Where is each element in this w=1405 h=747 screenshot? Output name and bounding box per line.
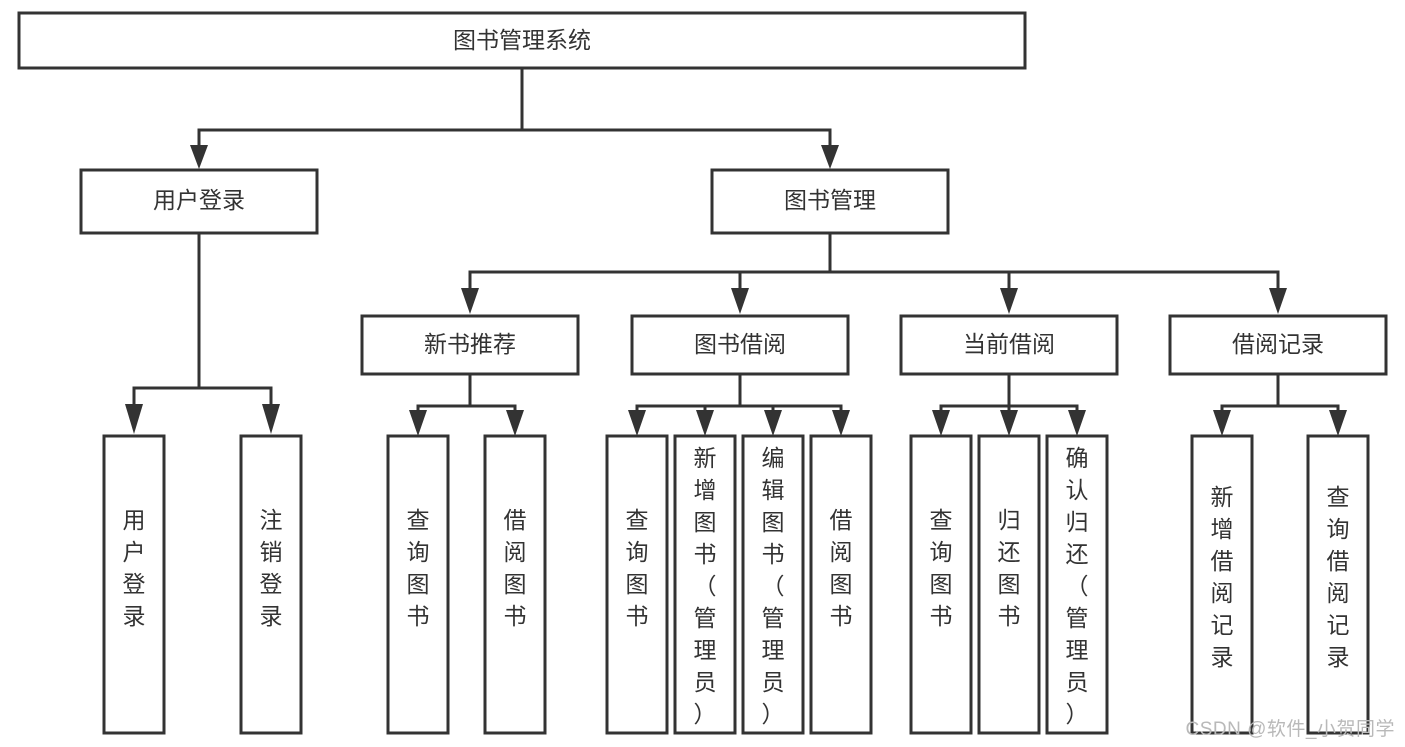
arrow-head-leaf-borrow-record-2 (1329, 410, 1347, 436)
node-book-manage-box[interactable] (710, 168, 950, 235)
leaf-node[interactable]: 借阅图书 (483, 434, 547, 735)
connectors-root-to-level2 (190, 66, 839, 169)
arrow-head-leaf-current-borrow-1 (932, 410, 950, 436)
node-current-borrow[interactable]: 当前借阅 (899, 314, 1119, 376)
node-borrow-record-box[interactable] (1168, 314, 1388, 376)
arrow-head-leaf-user-login-1 (125, 404, 143, 434)
leaf-node[interactable]: 查询图书 (605, 434, 669, 735)
leaf-node[interactable]: 查询图书 (909, 434, 973, 735)
leaf-current-borrow-query-box[interactable] (909, 434, 973, 735)
arrow-head-leaf-user-login-2 (262, 404, 280, 434)
arrow-head-leaf-borrow-record-1 (1213, 410, 1231, 436)
leaf-borrow-record-query-label: 查询借阅记录 (1327, 484, 1350, 670)
connectors-user-login-to-leaves (125, 231, 280, 434)
csdn-watermark: CSDN @软件_小贺同学 (1185, 719, 1395, 740)
leaf-book-borrow-edit-label: 编辑图书（管理员） (762, 445, 785, 727)
leaf-node[interactable]: 新增图书（管理员） (673, 434, 737, 735)
leaf-user-login-login-label: 用户登录 (123, 507, 146, 629)
node-book-manage-label: 图书管理 (784, 187, 876, 213)
arrow-head-borrow-record (1269, 288, 1287, 314)
arrow-head-new-book (461, 288, 479, 314)
node-borrow-record-label: 借阅记录 (1232, 331, 1324, 357)
leaf-book-borrow-edit-box[interactable] (741, 434, 805, 735)
leaf-new-book-borrow-label: 借阅图书 (504, 507, 527, 629)
node-book-borrow-label: 图书借阅 (694, 331, 786, 357)
leaf-new-book-query-label: 查询图书 (407, 507, 430, 629)
node-user-login-label: 用户登录 (153, 187, 245, 213)
arrow-head-leaf-new-book-1 (409, 410, 427, 436)
leaf-current-borrow-confirm-label: 确认归还（管理员） (1066, 445, 1089, 727)
leaf-borrow-record-add-label: 新增借阅记录 (1211, 484, 1234, 670)
leaf-current-borrow-return-label: 归还图书 (998, 507, 1021, 629)
leaf-node[interactable]: 用户登录 (102, 434, 166, 735)
leaf-node[interactable]: 查询图书 (386, 434, 450, 735)
leaf-current-borrow-return-box[interactable] (977, 434, 1041, 735)
leaf-node[interactable]: 确认归还（管理员） (1045, 434, 1109, 735)
leaf-new-book-query-box[interactable] (386, 434, 450, 735)
node-new-book-recommend-label: 新书推荐 (424, 331, 516, 357)
node-book-borrow-box[interactable] (630, 314, 850, 376)
node-root[interactable]: 图书管理系统 (17, 11, 1027, 70)
leaf-node[interactable]: 归还图书 (977, 434, 1041, 735)
leaf-current-borrow-query-label: 查询图书 (930, 507, 953, 629)
arrow-head-leaf-book-borrow-1 (628, 410, 646, 436)
arrow-head-leaf-book-borrow-3 (764, 410, 782, 436)
node-borrow-record[interactable]: 借阅记录 (1168, 314, 1388, 376)
arrow-head-leaf-current-borrow-2 (1000, 410, 1018, 436)
arrow-head-current-borrow (1000, 288, 1018, 314)
arrow-head-book-borrow (731, 288, 749, 314)
connectors-borrow-record-to-leaves (1213, 372, 1347, 436)
node-root-label: 图书管理系统 (453, 27, 591, 53)
node-current-borrow-label: 当前借阅 (963, 331, 1055, 357)
leaf-book-borrow-borrow-label: 借阅图书 (830, 507, 853, 629)
leaf-node[interactable]: 查询借阅记录 (1306, 434, 1370, 735)
node-user-login[interactable]: 用户登录 (79, 168, 319, 235)
leaf-book-borrow-query-label: 查询图书 (626, 507, 649, 629)
arrow-head-book-manage (821, 145, 839, 169)
node-new-book-recommend[interactable]: 新书推荐 (360, 314, 580, 376)
leaf-book-borrow-query-box[interactable] (605, 434, 669, 735)
arrow-head-user-login (190, 145, 208, 169)
connectors-current-borrow-to-leaves (932, 372, 1086, 436)
arrow-head-leaf-book-borrow-4 (832, 410, 850, 436)
arrow-head-leaf-book-borrow-2 (696, 410, 714, 436)
leaf-book-borrow-add-box[interactable] (673, 434, 737, 735)
node-book-borrow[interactable]: 图书借阅 (630, 314, 850, 376)
leaf-user-login-logout-label: 注销登录 (260, 507, 283, 629)
leaf-borrow-record-query-box[interactable] (1306, 434, 1370, 735)
leaf-user-login-logout-box[interactable] (239, 434, 303, 735)
connectors-book-manage-to-level3 (461, 231, 1287, 314)
node-root-box[interactable] (17, 11, 1027, 70)
connectors-book-borrow-to-leaves (628, 372, 850, 436)
leaf-node[interactable]: 注销登录 (239, 434, 303, 735)
leaf-node[interactable]: 新增借阅记录 (1190, 434, 1254, 735)
node-current-borrow-box[interactable] (899, 314, 1119, 376)
node-user-login-box[interactable] (79, 168, 319, 235)
leaf-user-login-login-box[interactable] (102, 434, 166, 735)
leaf-current-borrow-confirm-box[interactable] (1045, 434, 1109, 735)
leaf-new-book-borrow-box[interactable] (483, 434, 547, 735)
leaf-node[interactable]: 借阅图书 (809, 434, 873, 735)
arrow-head-leaf-new-book-2 (506, 410, 524, 436)
leaf-book-borrow-add-label: 新增图书（管理员） (694, 445, 717, 727)
connectors-new-book-to-leaves (409, 372, 524, 436)
leaf-borrow-record-add-box[interactable] (1190, 434, 1254, 735)
arrow-head-leaf-current-borrow-3 (1068, 410, 1086, 436)
leaf-book-borrow-borrow-box[interactable] (809, 434, 873, 735)
node-new-book-recommend-box[interactable] (360, 314, 580, 376)
node-book-manage[interactable]: 图书管理 (710, 168, 950, 235)
leaf-node[interactable]: 编辑图书（管理员） (741, 434, 805, 735)
